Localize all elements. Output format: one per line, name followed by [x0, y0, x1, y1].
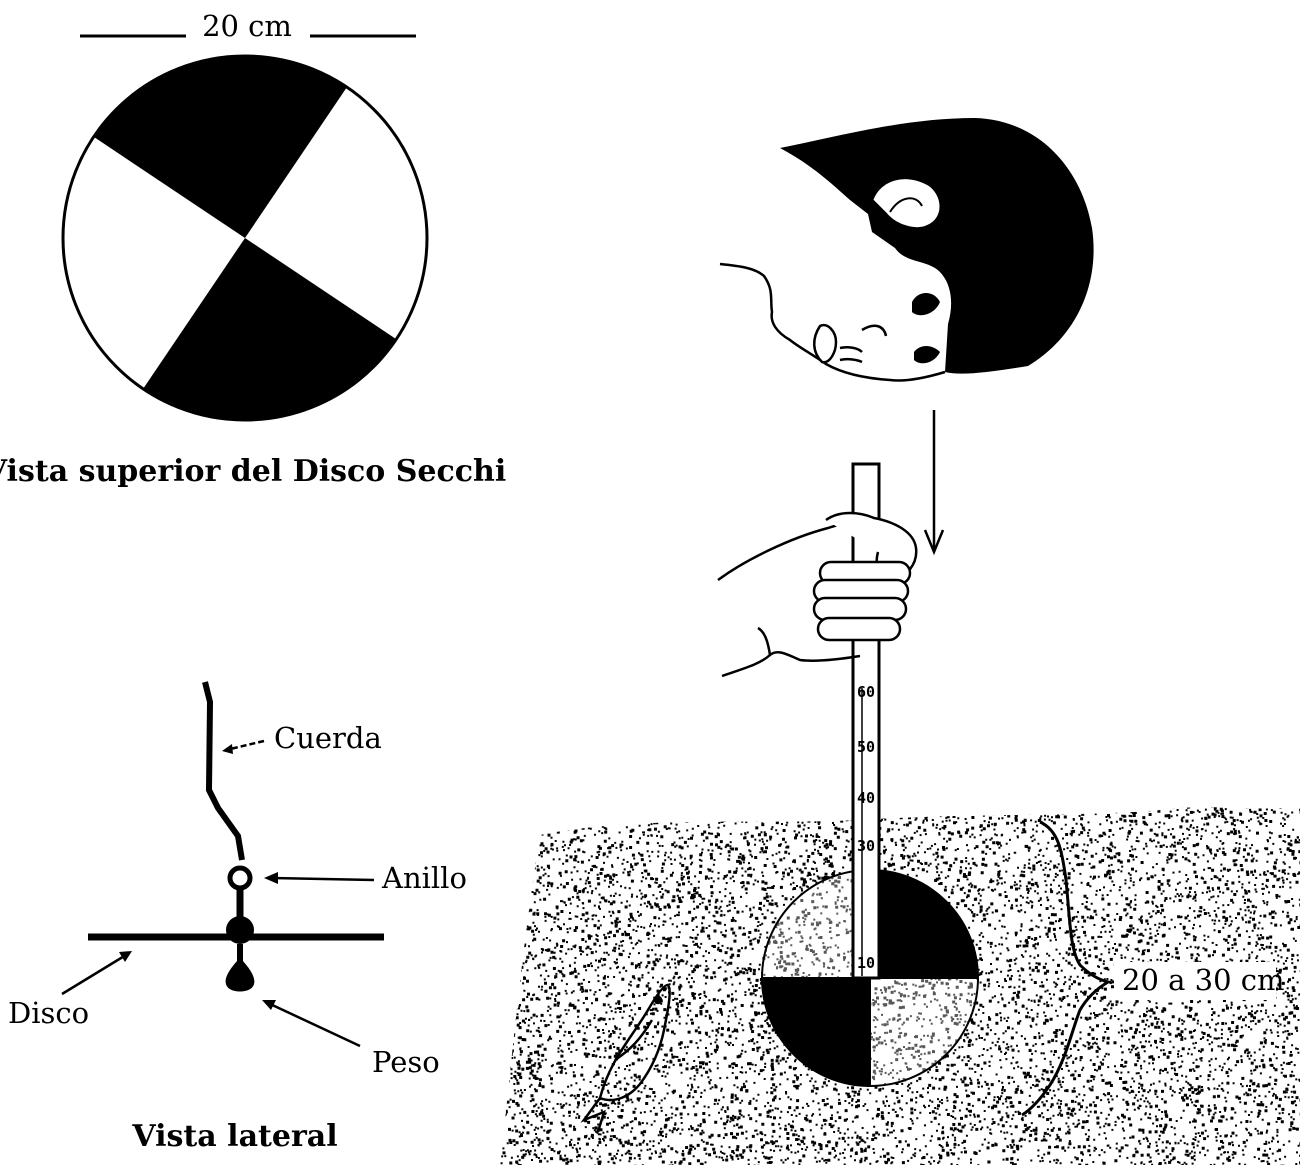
- depth-label: 20 a 30 cm: [1122, 963, 1285, 997]
- sight-arrow: [925, 410, 943, 552]
- pole-tick-label: 60: [857, 683, 875, 701]
- scale-bar: 20 cm: [80, 9, 416, 43]
- finger-3: [814, 598, 906, 620]
- field-scene: 20 a 30 cm 60 50 40 30 10: [500, 118, 1300, 1165]
- secchi-disk-top-view: Vista superior del Disco Secchi: [0, 56, 506, 489]
- disk-label: Disco: [8, 996, 89, 1030]
- ring: [230, 868, 250, 888]
- top-view-caption: Vista superior del Disco Secchi: [0, 454, 506, 489]
- pole-tick-label: 40: [857, 789, 875, 807]
- rope-label: Cuerda: [274, 721, 382, 755]
- hand: [718, 513, 916, 676]
- weight-label: Peso: [372, 1045, 440, 1079]
- observer-head: [720, 118, 1094, 381]
- pole-tick-label: 30: [857, 837, 875, 855]
- wrist-line: [758, 628, 770, 655]
- weight: [226, 958, 255, 992]
- nose: [814, 325, 836, 362]
- ring-arrowhead: [264, 872, 278, 884]
- disk-arrowhead: [119, 951, 132, 962]
- disk-arrow-line: [62, 955, 126, 994]
- ring-arrow-line: [272, 878, 374, 880]
- pole-tick-label: 10: [857, 954, 875, 972]
- eye-lower: [914, 346, 940, 363]
- side-view-caption: Vista lateral: [131, 1119, 337, 1154]
- weight-arrow-line: [268, 1003, 360, 1046]
- finger-4: [818, 618, 900, 640]
- pole-tick-label: 50: [857, 738, 875, 756]
- scale-label: 20 cm: [202, 9, 292, 43]
- secchi-disk-side-view: Cuerda Anillo Disco Peso Vista lateral: [8, 682, 467, 1154]
- rope: [205, 682, 242, 860]
- eye: [912, 293, 940, 315]
- forearm-lower: [722, 652, 860, 676]
- rope-arrowhead: [222, 744, 233, 754]
- mouth: [840, 347, 862, 362]
- chin-line: [862, 326, 886, 336]
- ring-label: Anillo: [381, 861, 467, 895]
- face-profile: [720, 264, 945, 381]
